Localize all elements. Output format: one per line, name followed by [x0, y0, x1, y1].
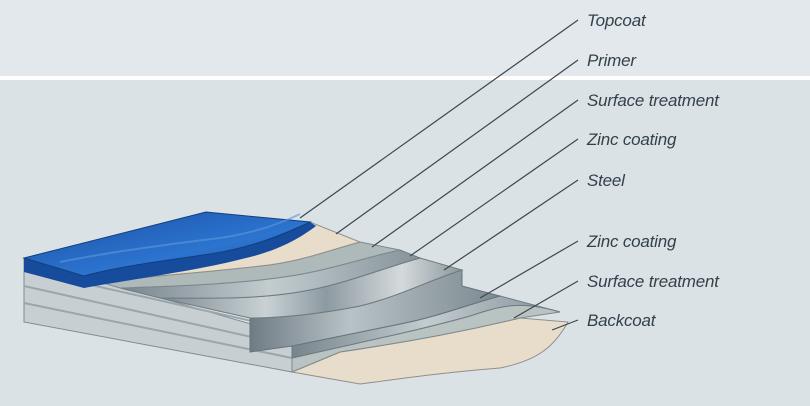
label-topcoat: Topcoat — [587, 11, 647, 30]
label-zinc-coating-bottom: Zinc coating — [586, 232, 677, 251]
label-surface-treatment-top: Surface treatment — [587, 91, 720, 110]
label-surface-treatment-bottom: Surface treatment — [587, 272, 720, 291]
label-backcoat: Backcoat — [587, 311, 657, 330]
leader-zinc-coating-top — [409, 138, 579, 257]
panel-edge-stripe-3 — [23, 302, 293, 359]
label-primer: Primer — [587, 51, 637, 70]
leader-steel — [443, 179, 579, 271]
leader-backcoat — [551, 319, 579, 331]
panel-edge-stripe-2 — [23, 285, 293, 347]
topcoat-highlight — [59, 213, 301, 263]
leader-lines — [299, 19, 579, 331]
leader-zinc-coating-bottom — [479, 240, 579, 299]
background-divider — [0, 76, 810, 80]
label-zinc-coating-top: Zinc coating — [586, 130, 677, 149]
leader-topcoat — [299, 19, 579, 219]
label-steel: Steel — [587, 171, 626, 190]
leader-surface-treatment-bottom — [513, 280, 579, 319]
layer-labels: Topcoat Primer Surface treatment Zinc co… — [586, 11, 720, 330]
leader-surface-treatment-top — [371, 99, 579, 248]
leader-primer — [335, 59, 579, 235]
background-band-top — [0, 0, 810, 76]
